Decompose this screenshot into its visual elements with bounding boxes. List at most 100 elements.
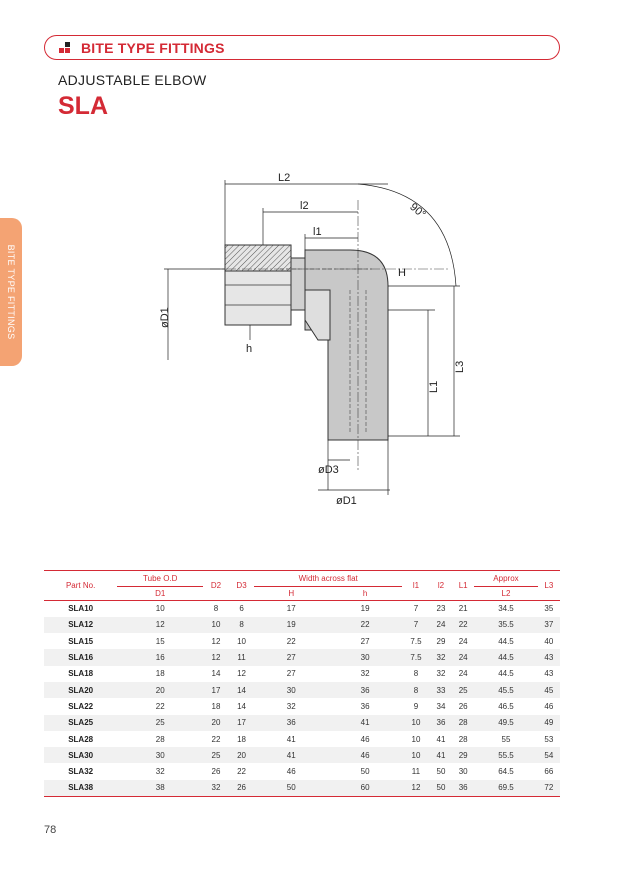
table-cell: 11 [411,767,421,777]
table-cell: 34 [436,701,446,711]
table-cell: 64.5 [498,767,514,777]
table-cell: 14 [228,681,255,699]
table-cell: 20 [117,681,204,699]
table-cell: 46 [286,767,296,777]
table-cell: 69.5 [474,779,538,797]
table-cell: 24 [458,636,468,646]
part-number-cell: SLA30 [44,747,118,764]
table-cell: 25 [117,714,204,731]
table-cell: 41 [328,714,403,731]
table-cell: 18 [211,701,221,711]
header-L2: L2 [501,589,511,598]
table-cell: 22 [237,767,246,777]
dimension-lines [164,180,460,495]
table-cell: 7.5 [410,636,422,646]
table-cell: 16 [117,649,204,666]
table-cell: 12 [211,636,221,646]
table-cell: 17 [203,681,229,699]
table-cell: 18 [237,734,246,744]
technical-drawing: L2 l2 l1 90° H øD1 h L3 L1 øD3 øD1 [159,172,466,507]
label-H: H [398,267,406,279]
fitting-body [210,200,450,470]
table-cell: 50 [254,779,329,797]
label-l2: l2 [300,200,309,212]
table-cell: 49 [537,714,560,731]
table-cell: 26 [211,767,221,777]
table-cell: 17 [228,714,255,731]
table-cell: 38 [117,779,204,797]
table-cell: 30 [458,767,468,777]
table-cell: 55 [501,734,511,744]
table-cell: 12 [237,669,246,679]
table-cell: 36 [360,701,370,711]
table-cell: 21 [458,604,468,614]
header-d1: D1 [155,589,166,598]
table-cell: 37 [537,616,560,634]
table-cell: 8 [402,681,430,699]
table-cell: 44.5 [498,669,514,679]
table-cell: 19 [254,616,329,634]
table-cell: 10 [237,636,246,646]
label-L1: L1 [428,381,440,393]
table-cell: 32 [429,649,453,666]
table-cell: 28 [452,714,475,731]
table-cell: 32 [203,779,229,797]
table-cell: 41 [286,734,296,744]
table-cell: 32 [436,669,446,679]
table-cell: 22 [328,616,403,634]
table-cell: 6 [239,604,244,614]
table-cell: 44.5 [498,636,514,646]
table-cell: 43 [537,649,560,666]
part-number-cell: SLA22 [68,701,94,711]
page-number: 78 [44,824,57,836]
label-L3: L3 [454,361,466,373]
table-cell: 28 [155,734,165,744]
part-number-cell: SLA28 [68,734,94,744]
table-cell: 26 [228,779,255,797]
table-cell: 8 [228,616,255,634]
part-number-cell: SLA32 [68,767,94,777]
table-cell: 29 [436,636,446,646]
table-cell: 36 [328,681,403,699]
header-L3: L3 [544,581,554,590]
label-h: h [246,343,252,355]
header-tube-od: Tube O.D [117,570,204,587]
table-cell: 41 [429,747,453,764]
header-l1: l1 [412,581,420,590]
table-cell: 20 [228,747,255,764]
table-cell: 41 [436,734,446,744]
side-tab: BITE TYPE FITTINGS [0,218,22,366]
section-title: BITE TYPE FITTINGS [81,39,225,56]
table-cell: 25 [452,681,475,699]
table-cell: 30 [328,649,403,666]
table-cell: 26 [458,701,468,711]
table-cell: 60 [328,779,403,797]
table-cell: 32 [286,701,296,711]
table-cell: 45 [537,681,560,699]
table-cell: 34.5 [498,604,514,614]
table-cell: 29 [452,747,475,764]
table-cell: 22 [452,616,475,634]
table-cell: 22 [211,734,221,744]
label-D1-bottom: øD1 [336,495,357,507]
table-cell: 55.5 [474,747,538,764]
part-number-cell: SLA16 [44,649,118,666]
table-cell: 50 [436,767,446,777]
table-cell: 36 [429,714,453,731]
table-cell: 50 [429,779,453,797]
table-cell: 28 [458,734,468,744]
table-cell: 12 [203,649,229,666]
table-cell: 36 [254,714,329,731]
table-cell: 8 [213,604,219,614]
table-cell: 30 [117,747,204,764]
table-cell: 46 [328,747,403,764]
table-cell: 32 [155,767,165,777]
table-cell: 14 [211,669,221,679]
header-approx: Approx [474,570,538,587]
header-width-across-flat: Width across flat [254,570,403,587]
part-number-cell: SLA10 [68,604,94,614]
